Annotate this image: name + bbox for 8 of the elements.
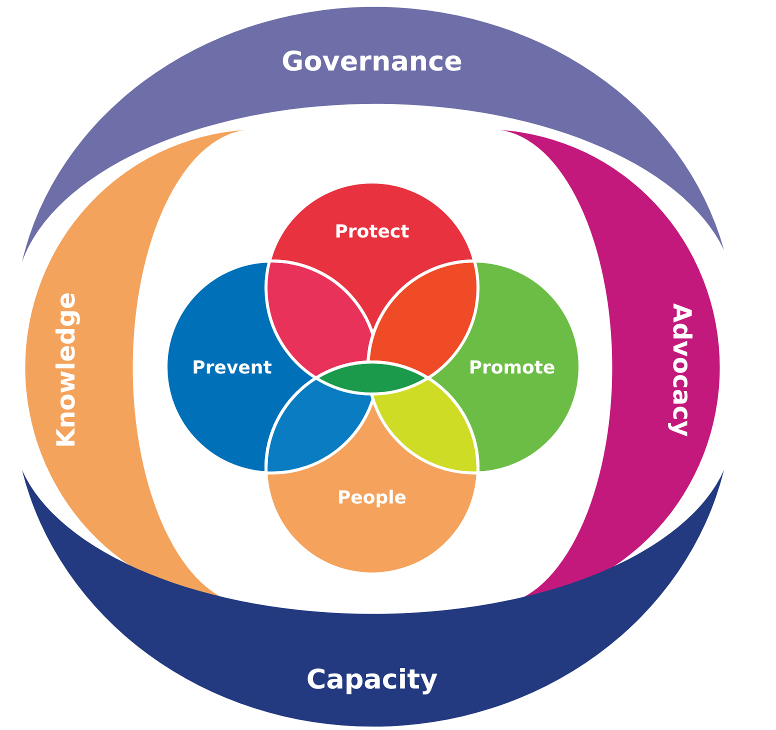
segment-label: Governance bbox=[282, 46, 462, 78]
segment-label: Advocacy bbox=[668, 303, 696, 437]
circle-label: People bbox=[337, 488, 407, 508]
circle-label: Protect bbox=[334, 222, 410, 242]
circle-label: Promote bbox=[468, 358, 556, 378]
segment-label: Knowledge bbox=[52, 292, 80, 448]
circle-label: Prevent bbox=[192, 358, 272, 378]
segment-label: Capacity bbox=[306, 664, 438, 696]
